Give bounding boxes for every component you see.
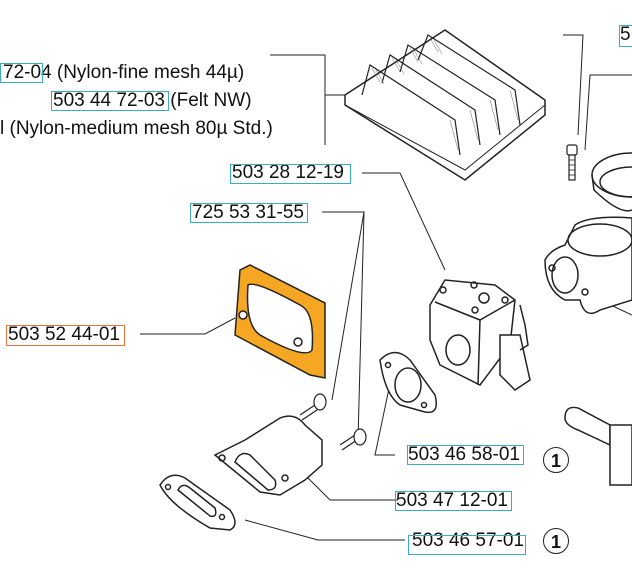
label-highlight-screw[interactable]: [190, 203, 308, 223]
choke-knob-part[interactable]: [564, 406, 632, 486]
spacer-part-selected[interactable]: [234, 264, 326, 379]
label-filter-felt[interactable]: 503 44 72-03 (Felt NW): [53, 90, 252, 111]
label-highlight-gasket-carb[interactable]: [407, 445, 524, 465]
label-carburetor[interactable]: 503 28 12-19: [232, 162, 344, 183]
label-highlight-gasket-intake[interactable]: [408, 535, 526, 555]
intake-elbow-part[interactable]: [213, 415, 323, 496]
air-filter-part[interactable]: [344, 29, 546, 181]
label-partial-top-right[interactable]: 5: [620, 24, 631, 45]
label-highlight-top-right[interactable]: [619, 25, 632, 47]
label-filter-fine[interactable]: 72-04 (Nylon-fine mesh 44µ): [3, 62, 245, 83]
label-screw[interactable]: 725 53 31-55: [192, 202, 304, 223]
label-highlight-intake[interactable]: [395, 491, 512, 511]
label-highlight-filter-fine[interactable]: [0, 63, 43, 83]
intake-manifold-part[interactable]: [544, 216, 632, 315]
label-highlight-filter-felt[interactable]: [51, 91, 169, 111]
screw-part-left[interactable]: [299, 393, 327, 421]
label-gasket-carb[interactable]: 503 46 58-01: [408, 444, 520, 465]
label-spacer-selected[interactable]: 503 52 44-01: [8, 324, 120, 345]
label-highlight-spacer-selected[interactable]: [6, 325, 125, 346]
carburetor-part[interactable]: [429, 279, 531, 391]
screw-part-right[interactable]: [339, 428, 367, 451]
screw-part-top[interactable]: [566, 144, 578, 181]
ring-seal-part[interactable]: [591, 152, 632, 212]
note-marker-1: 1: [543, 447, 569, 473]
leader-lines: [140, 34, 632, 541]
carburetor-gasket-part[interactable]: [379, 351, 437, 414]
label-filter-medium[interactable]: l (Nylon-medium mesh 80µ Std.): [0, 118, 273, 139]
label-highlight-carburetor[interactable]: [230, 164, 351, 184]
intake-gasket-part[interactable]: [159, 474, 236, 531]
note-marker-1: 1: [543, 528, 569, 554]
label-intake[interactable]: 503 47 12-01: [396, 490, 508, 511]
